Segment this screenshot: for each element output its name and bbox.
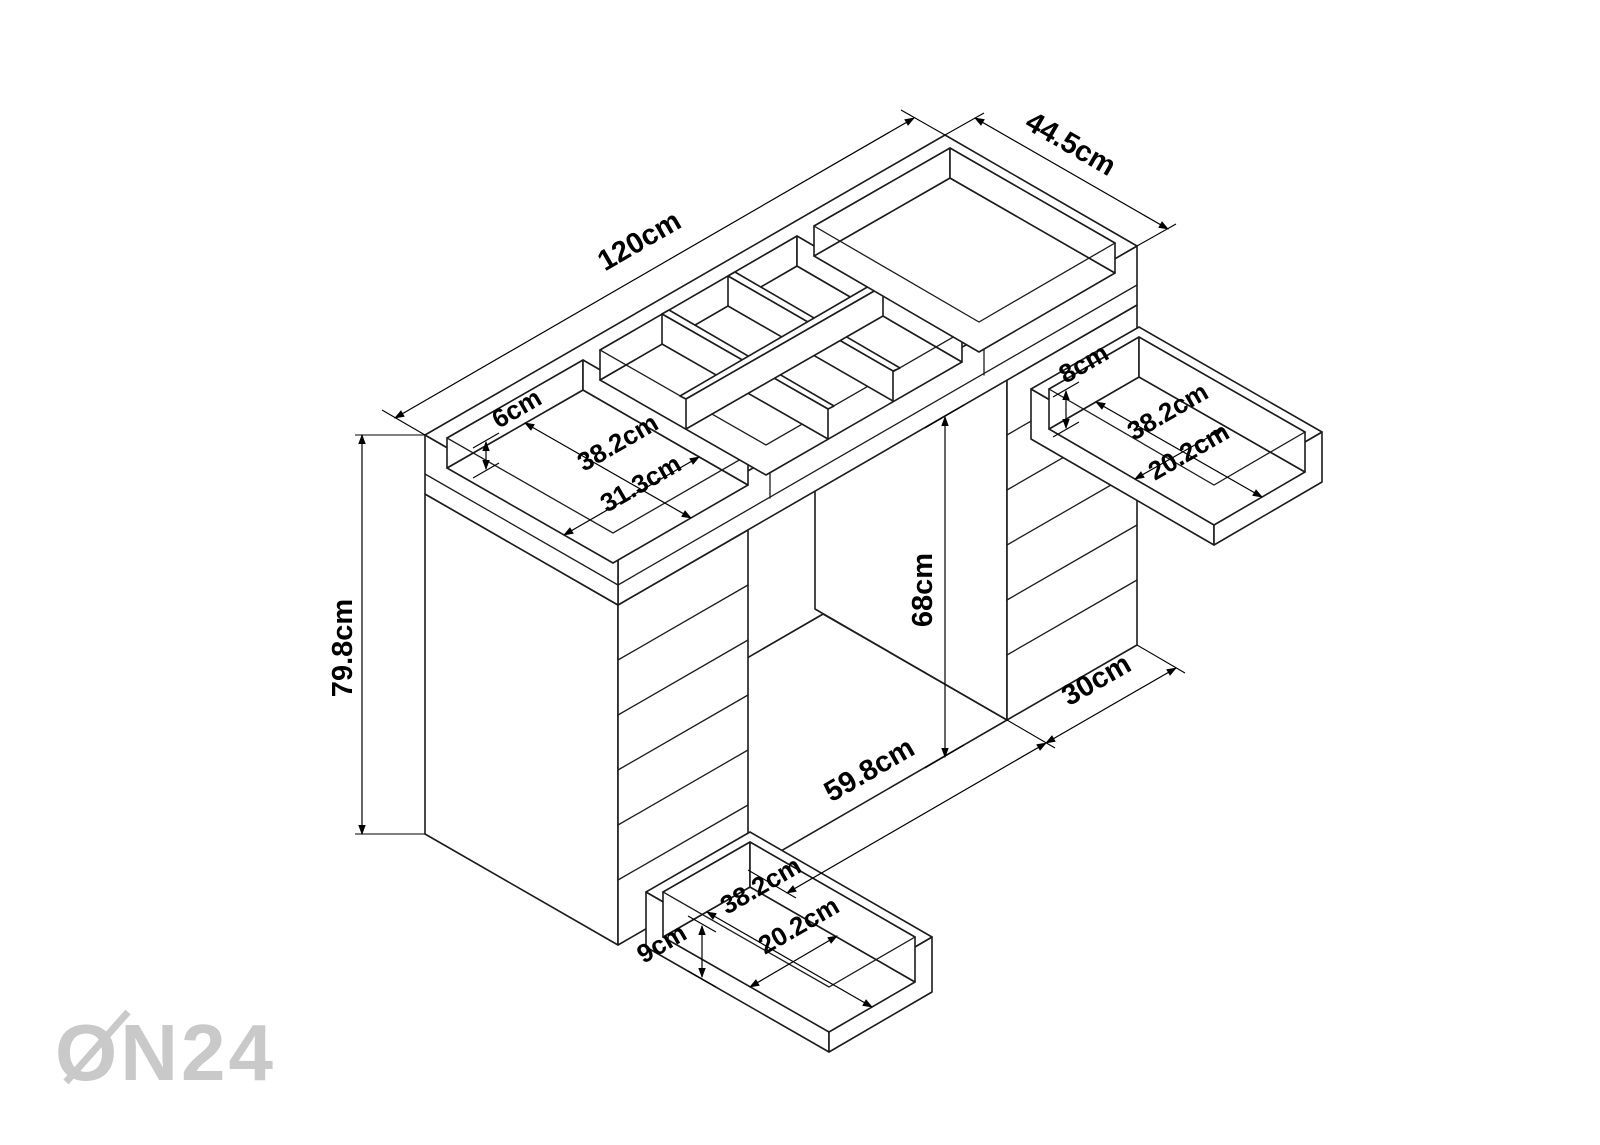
- extension-line: [472, 432, 500, 449]
- left-drawer-divider: [617, 749, 749, 826]
- dimension-line: [563, 456, 700, 536]
- tabletop-groove-left: [424, 473, 619, 586]
- extension-line: [944, 112, 985, 136]
- extension-line: [1006, 719, 1056, 749]
- extension-line: [1052, 381, 1080, 398]
- watermark: ON24: [55, 1008, 273, 1097]
- left-pedestal: [424, 493, 749, 946]
- dimension-line: [1045, 667, 1177, 744]
- extension-line: [1136, 223, 1177, 247]
- dimension-line: [394, 117, 915, 419]
- dimension-line: [974, 117, 1169, 230]
- dimension-line: [1134, 428, 1224, 480]
- left-drawer-opening-edge: [617, 804, 749, 881]
- dim-total-height-label: 79.8cm: [327, 599, 359, 697]
- extension-line: [900, 109, 946, 136]
- right-drawer-divider: [1006, 579, 1138, 656]
- dimension-line: [786, 742, 1047, 894]
- dim-clearance-label: 68cm: [907, 553, 939, 627]
- tabletop-groove-front: [617, 284, 1138, 586]
- extension-line: [1052, 421, 1080, 438]
- extension-line: [381, 409, 426, 436]
- watermark-o-slash: [63, 1009, 131, 1085]
- dim-total-depth-label: 44.5cm: [1020, 106, 1121, 183]
- left-drawer-divider: [617, 694, 749, 771]
- right-drawer-divider: [1006, 524, 1138, 601]
- dim-total-height: 79.8cm: [327, 433, 425, 836]
- left-drawer-divider: [617, 584, 749, 661]
- dim-clearance-height: 68cm: [907, 404, 965, 769]
- dimension-line: [749, 935, 838, 988]
- extension-line: [472, 462, 500, 479]
- extension-line: [687, 915, 717, 933]
- extension-line: [687, 970, 717, 988]
- dim-total-width-label: 120cm: [592, 205, 686, 278]
- extension-line: [1136, 644, 1186, 674]
- left-drawer-divider: [617, 639, 749, 716]
